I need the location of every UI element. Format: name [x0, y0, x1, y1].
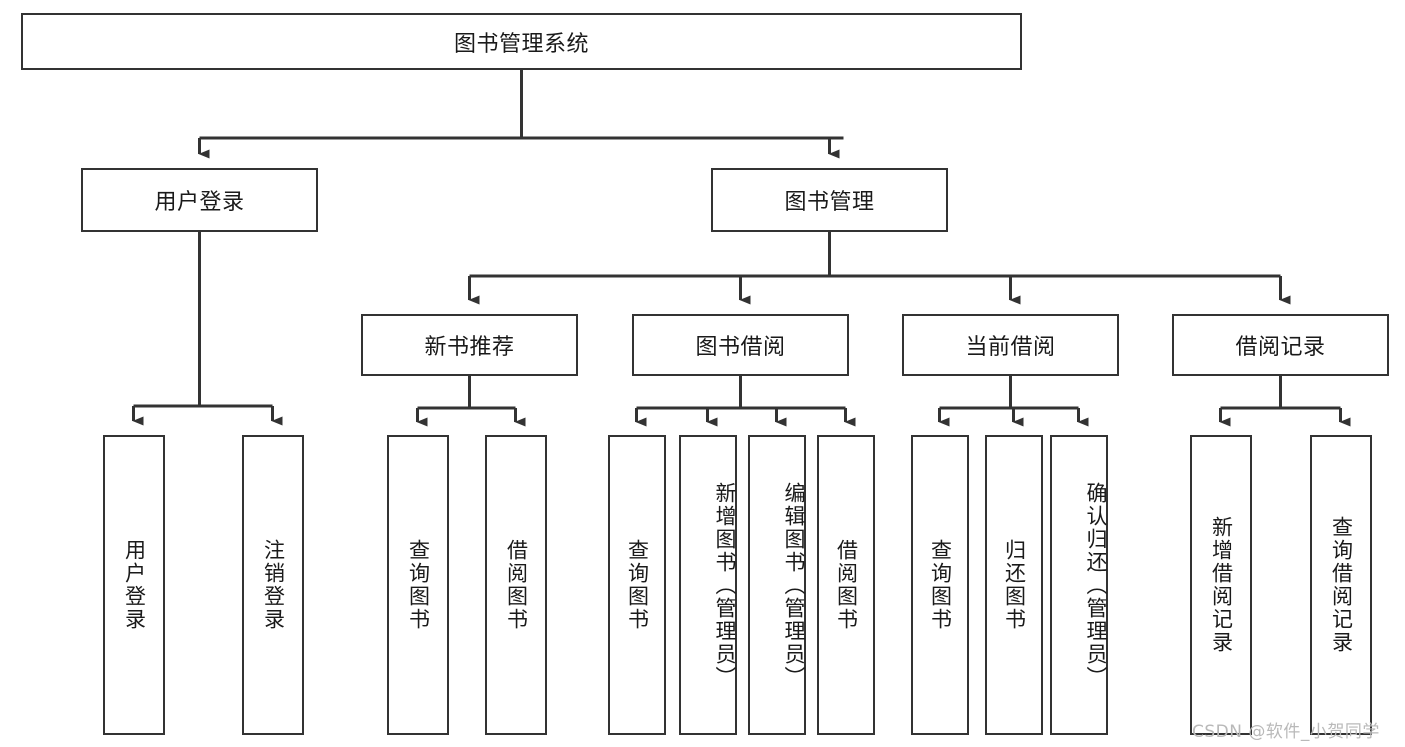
node-user-login[interactable]: 用户登录 — [81, 168, 318, 232]
node-new-book-rec-label: 新书推荐 — [424, 335, 515, 360]
node-leaf-query-book-3-label: 查询图书 — [928, 539, 953, 631]
node-leaf-user-login-label: 用户登录 — [122, 539, 147, 631]
node-leaf-user-logout[interactable]: 注销登录 — [242, 435, 304, 735]
node-leaf-user-logout-label: 注销登录 — [261, 539, 286, 631]
node-leaf-query-record[interactable]: 查询借阅记录 — [1310, 435, 1372, 735]
node-leaf-borrow-book-2[interactable]: 借阅图书 — [817, 435, 875, 735]
node-leaf-edit-book-label: 编辑图书（管理员） — [782, 481, 806, 689]
node-leaf-borrow-book-1[interactable]: 借阅图书 — [485, 435, 547, 735]
node-root-label: 图书管理系统 — [453, 31, 589, 57]
node-leaf-add-book[interactable]: 新增图书（管理员） — [679, 435, 737, 735]
csdn-watermark: CSDN @软件_小贺同学 — [1192, 722, 1380, 742]
node-borrow-record-label: 借阅记录 — [1235, 335, 1326, 360]
node-leaf-query-book-3[interactable]: 查询图书 — [911, 435, 969, 735]
node-user-login-label: 用户登录 — [154, 190, 245, 215]
node-borrow-record[interactable]: 借阅记录 — [1172, 314, 1389, 376]
node-book-borrow[interactable]: 图书借阅 — [632, 314, 849, 376]
node-leaf-query-book-1-label: 查询图书 — [406, 539, 431, 631]
node-leaf-add-record[interactable]: 新增借阅记录 — [1190, 435, 1252, 735]
node-leaf-return-book-label: 归还图书 — [1002, 539, 1027, 631]
node-book-manage-label: 图书管理 — [784, 190, 875, 215]
node-current-borrow-label: 当前借阅 — [965, 335, 1056, 360]
node-leaf-add-record-label: 新增借阅记录 — [1209, 516, 1234, 654]
node-book-manage[interactable]: 图书管理 — [711, 168, 948, 232]
node-leaf-borrow-book-2-label: 借阅图书 — [834, 539, 859, 631]
node-leaf-query-book-2-label: 查询图书 — [625, 539, 650, 631]
node-root[interactable]: 图书管理系统 — [21, 13, 1022, 70]
node-leaf-query-book-1[interactable]: 查询图书 — [387, 435, 449, 735]
node-leaf-confirm-return[interactable]: 确认归还（管理员） — [1050, 435, 1108, 735]
node-leaf-return-book[interactable]: 归还图书 — [985, 435, 1043, 735]
node-book-borrow-label: 图书借阅 — [695, 335, 786, 360]
node-new-book-rec[interactable]: 新书推荐 — [361, 314, 578, 376]
node-leaf-edit-book[interactable]: 编辑图书（管理员） — [748, 435, 806, 735]
node-current-borrow[interactable]: 当前借阅 — [902, 314, 1119, 376]
node-leaf-query-record-label: 查询借阅记录 — [1329, 516, 1354, 654]
node-leaf-confirm-return-label: 确认归还（管理员） — [1084, 481, 1108, 689]
node-leaf-query-book-2[interactable]: 查询图书 — [608, 435, 666, 735]
node-leaf-add-book-label: 新增图书（管理员） — [713, 481, 737, 689]
node-leaf-user-login[interactable]: 用户登录 — [103, 435, 165, 735]
node-leaf-borrow-book-1-label: 借阅图书 — [504, 539, 529, 631]
